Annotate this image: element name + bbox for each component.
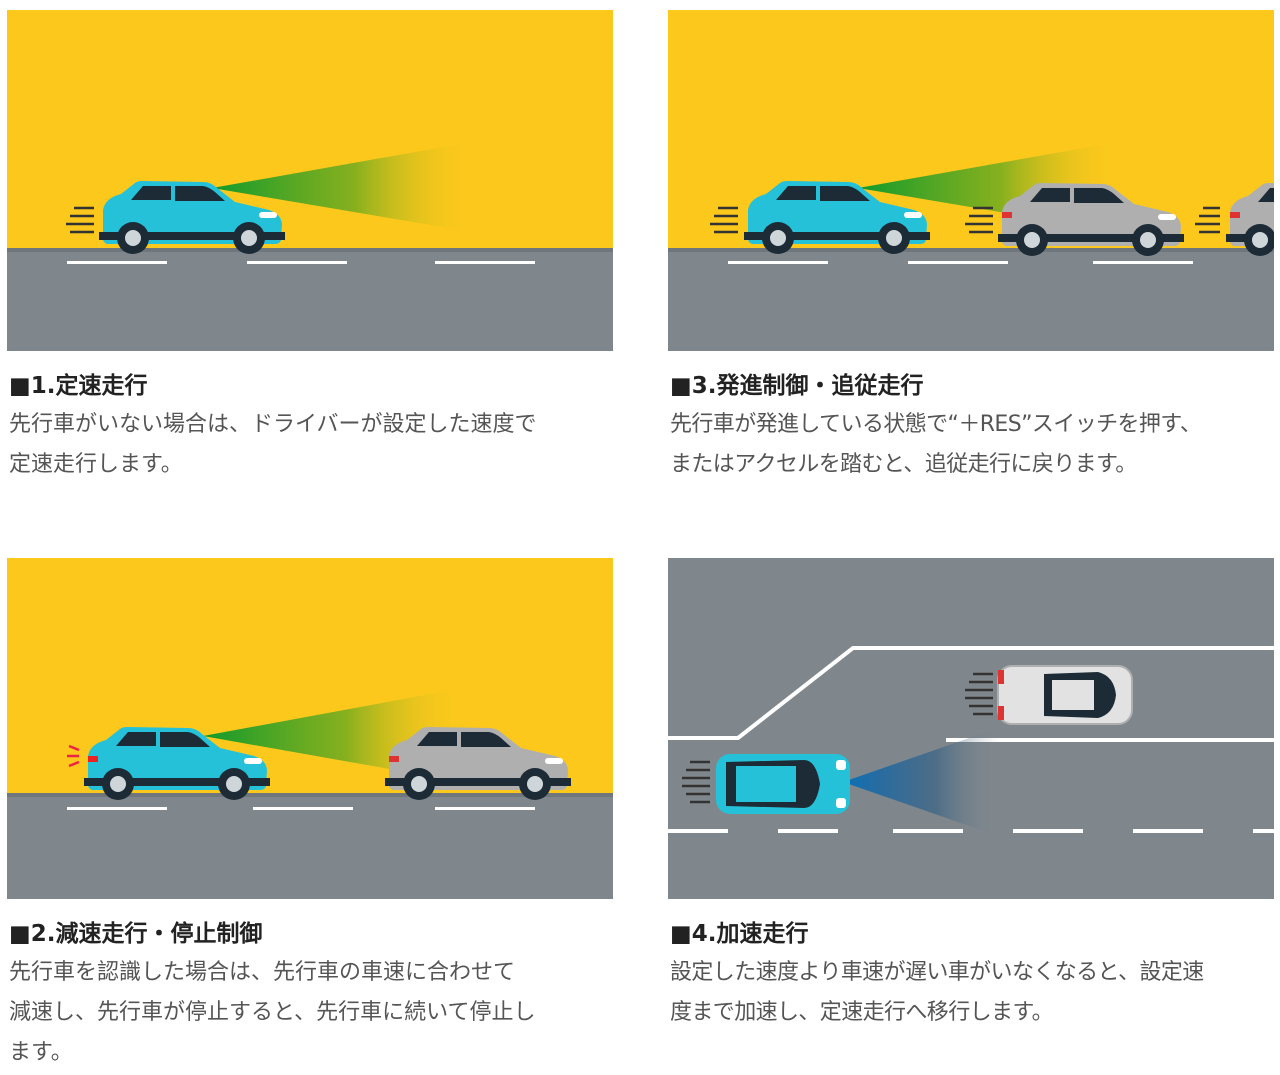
own-car-icon — [84, 727, 270, 800]
scene-cruise — [7, 10, 613, 351]
panel-title: ■1.定速走行 — [9, 373, 148, 399]
panel-description: 先行車を認識した場合は、先行車の車速に合わせて 減速し、先行車が停止すると、先行… — [9, 953, 615, 1073]
sensor-beam — [212, 142, 472, 232]
scene-accelerate — [668, 558, 1274, 899]
speed-lines-icon — [710, 206, 738, 234]
other-car-top-icon — [997, 665, 1133, 725]
far-car-icon — [1226, 183, 1274, 256]
desc-line: 先行車がいない場合は、ドライバーが設定した速度で — [9, 412, 537, 437]
lane-markings — [728, 261, 1193, 264]
speed-lines-icon — [682, 760, 710, 804]
brake-light-icon — [67, 744, 80, 768]
sensor-beam — [843, 728, 998, 836]
panel-description: 先行車がいない場合は、ドライバーが設定した速度で 定速走行します。 — [9, 405, 615, 485]
speed-lines-icon — [965, 672, 993, 716]
desc-line: ます。 — [9, 1040, 73, 1065]
lead-car-icon — [385, 727, 571, 800]
road — [668, 252, 1274, 351]
panel-4: ■4.加速走行 設定した速度より車速が遅い車がいなくなると、設定速 度まで加速し… — [668, 558, 1274, 1033]
lane-markings — [668, 829, 1274, 833]
speed-lines-icon — [1195, 206, 1220, 234]
speed-lines-icon — [66, 206, 94, 234]
panel-title: ■4.加速走行 — [670, 921, 809, 947]
desc-line: 先行車を認識した場合は、先行車の車速に合わせて — [9, 960, 516, 985]
panel-2: ■2.減速走行・停止制御 先行車を認識した場合は、先行車の車速に合わせて 減速し… — [7, 558, 613, 1073]
sky — [7, 10, 613, 249]
desc-line: 先行車が発進している状態で“＋RES”スイッチを押す、 — [670, 412, 1202, 437]
road — [7, 797, 613, 899]
lead-car-icon — [998, 183, 1184, 256]
scene-resume-follow — [668, 10, 1274, 351]
panel-description: 先行車が発進している状態で“＋RES”スイッチを押す、 またはアクセルを踏むと、… — [670, 405, 1276, 485]
lane-markings — [67, 807, 535, 810]
panel-description: 設定した速度より車速が遅い車がいなくなると、設定速 度まで加速し、定速走行へ移行… — [670, 953, 1276, 1033]
scene-decel-stop — [7, 558, 613, 899]
own-car-top-icon — [716, 754, 850, 814]
lane-merge-line — [668, 646, 1274, 740]
panel-title: ■2.減速走行・停止制御 — [9, 921, 263, 947]
own-car-icon — [99, 181, 285, 254]
desc-line: 定速走行します。 — [9, 452, 183, 477]
desc-line: 設定した速度より車速が遅い車がいなくなると、設定速 — [670, 960, 1204, 985]
desc-line: またはアクセルを踏むと、追従走行に戻ります。 — [670, 452, 1137, 477]
panel-title: ■3.発進制御・追従走行 — [670, 373, 924, 399]
panel-1: ■1.定速走行 先行車がいない場合は、ドライバーが設定した速度で 定速走行します… — [7, 10, 613, 485]
speed-lines-icon — [965, 206, 993, 234]
road — [7, 252, 613, 351]
panel-3: ■3.発進制御・追従走行 先行車が発進している状態で“＋RES”スイッチを押す、… — [668, 10, 1274, 485]
own-car-icon — [744, 181, 930, 254]
lane-markings — [67, 261, 535, 264]
desc-line: 減速し、先行車が停止すると、先行車に続いて停止し — [9, 1000, 536, 1025]
desc-line: 度まで加速し、定速走行へ移行します。 — [670, 1000, 1054, 1025]
road — [668, 558, 1274, 899]
